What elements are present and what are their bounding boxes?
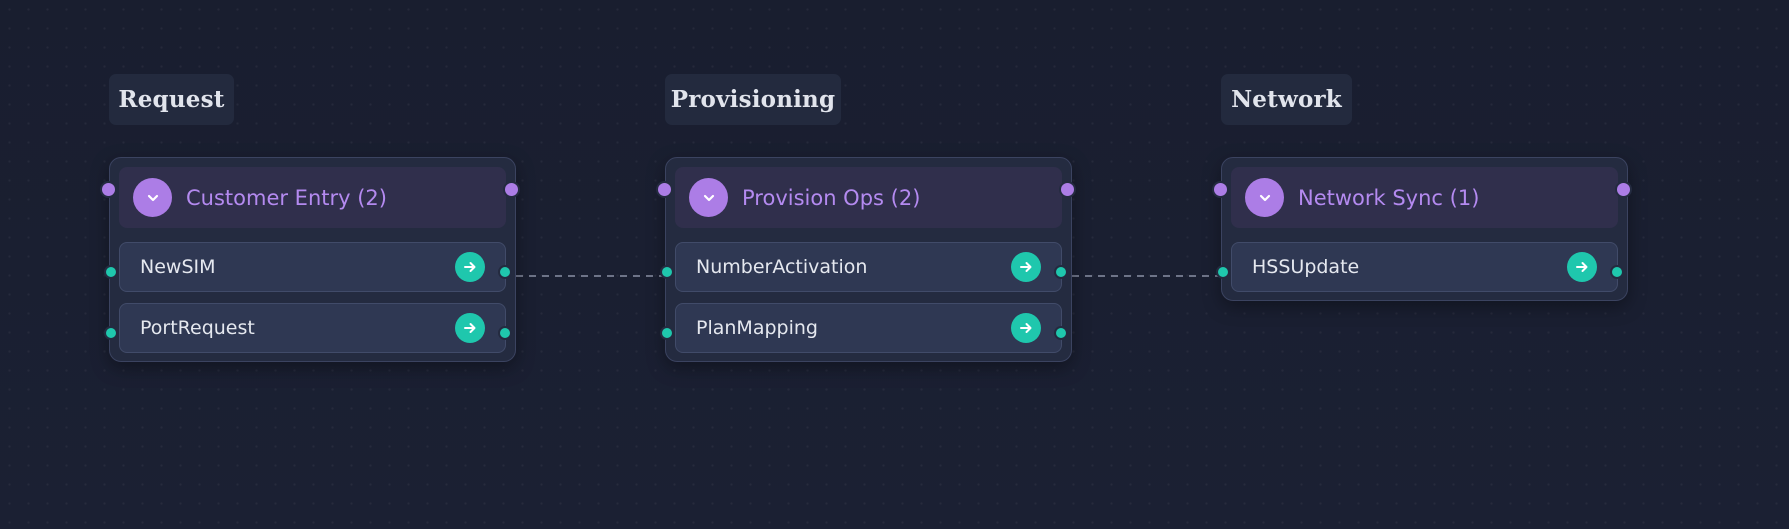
collapse-button[interactable] [1245, 178, 1284, 217]
node-network-sync[interactable]: Network Sync (1) HSSUpdate [1212, 157, 1632, 301]
item-output-port[interactable] [498, 265, 512, 279]
list-item-portrequest[interactable]: PortRequest [119, 303, 506, 353]
open-item-button[interactable] [1567, 252, 1597, 282]
arrow-right-icon [464, 262, 476, 272]
open-item-button[interactable] [1011, 252, 1041, 282]
open-item-button[interactable] [1011, 313, 1041, 343]
item-output-port[interactable] [1054, 265, 1068, 279]
arrow-right-icon [1020, 262, 1032, 272]
arrow-right-icon [464, 323, 476, 333]
node-provision-ops[interactable]: Provision Ops (2) NumberActivation PlanM… [656, 157, 1076, 362]
node-header[interactable]: Customer Entry (2) [119, 167, 506, 228]
item-label: NumberActivation [696, 256, 868, 278]
open-item-button[interactable] [455, 313, 485, 343]
item-input-port[interactable] [1216, 265, 1230, 279]
node-output-port[interactable] [503, 181, 520, 198]
node-header[interactable]: Network Sync (1) [1231, 167, 1618, 228]
chevron-down-icon [703, 194, 714, 201]
item-label: HSSUpdate [1252, 256, 1360, 278]
node-output-port[interactable] [1059, 181, 1076, 198]
stage-label-text: Request [118, 86, 225, 113]
stage-label-network: Network [1221, 74, 1352, 125]
arrow-right-icon [1020, 323, 1032, 333]
collapse-button[interactable] [133, 178, 172, 217]
item-input-port[interactable] [660, 326, 674, 340]
chevron-down-icon [147, 194, 158, 201]
node-input-port[interactable] [656, 181, 673, 198]
node-input-port[interactable] [100, 181, 117, 198]
node-title: Customer Entry (2) [186, 185, 387, 210]
list-item-numberactivation[interactable]: NumberActivation [675, 242, 1062, 292]
stage-label-text: Network [1231, 86, 1342, 113]
stage-label-request: Request [109, 74, 234, 125]
stage-label-provisioning: Provisioning [665, 74, 841, 125]
item-output-port[interactable] [1054, 326, 1068, 340]
open-item-button[interactable] [455, 252, 485, 282]
item-input-port[interactable] [660, 265, 674, 279]
item-output-port[interactable] [498, 326, 512, 340]
node-customer-entry[interactable]: Customer Entry (2) NewSIM PortRequest [100, 157, 520, 362]
node-output-port[interactable] [1615, 181, 1632, 198]
list-item-hssupdate[interactable]: HSSUpdate [1231, 242, 1618, 292]
node-input-port[interactable] [1212, 181, 1229, 198]
collapse-button[interactable] [689, 178, 728, 217]
item-label: PortRequest [140, 317, 255, 339]
node-title: Network Sync (1) [1298, 185, 1480, 210]
item-input-port[interactable] [104, 326, 118, 340]
item-input-port[interactable] [104, 265, 118, 279]
item-label: NewSIM [140, 256, 216, 278]
list-item-newsim[interactable]: NewSIM [119, 242, 506, 292]
stage-label-text: Provisioning [670, 86, 836, 113]
arrow-right-icon [1576, 262, 1588, 272]
item-output-port[interactable] [1610, 265, 1624, 279]
node-header[interactable]: Provision Ops (2) [675, 167, 1062, 228]
item-label: PlanMapping [696, 317, 818, 339]
chevron-down-icon [1259, 194, 1270, 201]
list-item-planmapping[interactable]: PlanMapping [675, 303, 1062, 353]
node-title: Provision Ops (2) [742, 185, 921, 210]
